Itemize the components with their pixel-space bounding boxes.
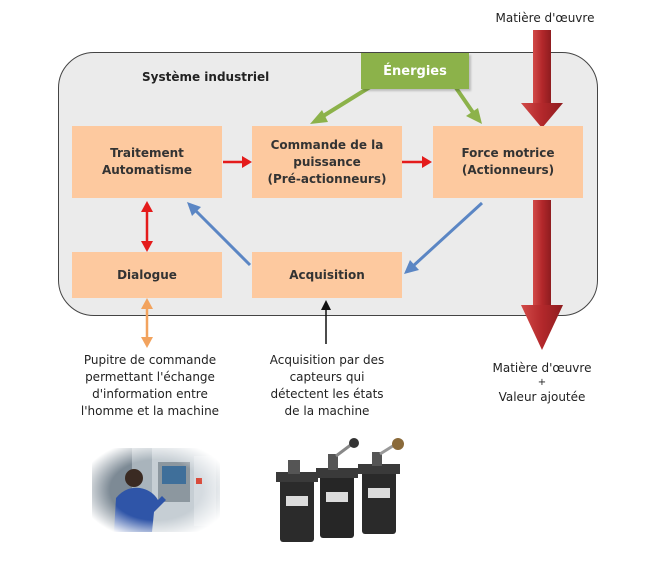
block-commande: Commande de la puissance (Pré-actionneurs) (252, 126, 402, 198)
block-acquisition: Acquisition (252, 252, 402, 298)
pupitre-line3: d'information entre (92, 387, 208, 401)
matiere-in-label: Matière d'œuvre (495, 11, 595, 25)
arrow-force-to-acquisition (404, 201, 484, 274)
sensors-photo (272, 438, 412, 546)
block-traitement-line1: Traitement (110, 146, 184, 160)
block-force-line1: Force motrice (461, 146, 555, 160)
capteurs-line1: Acquisition par des (269, 353, 385, 367)
arrow-dialogue-pupitre (141, 298, 153, 348)
matiere-out-label: Matière d'œuvre + Valeur ajoutée (467, 360, 617, 406)
capteurs-label: Acquisition par des capteurs qui détecte… (252, 352, 402, 420)
matiere-out-arrow (521, 200, 563, 350)
block-commande-line3: (Pré-actionneurs) (267, 171, 387, 186)
arrow-traitement-to-commande (223, 156, 252, 168)
block-commande-line2: puissance (293, 154, 361, 169)
limit-switch-illustration (276, 438, 404, 542)
arrow-traitement-dialogue (141, 201, 153, 252)
matiere-out-line2: Valeur ajoutée (498, 390, 586, 404)
pupitre-line2: permettant l'échange (85, 370, 215, 384)
pupitre-line1: Pupitre de commande (83, 353, 217, 367)
block-traitement-line2: Automatisme (101, 163, 193, 177)
matiere-in-arrow (521, 30, 563, 128)
block-dialogue: Dialogue (72, 252, 222, 298)
arrow-capteurs-to-acquisition (321, 300, 331, 344)
block-force-motrice: Force motrice (Actionneurs) (433, 126, 583, 198)
matiere-out-plus: + (537, 377, 547, 388)
pupitre-label: Pupitre de commande permettant l'échange… (70, 352, 230, 420)
capteurs-line2: capteurs qui (289, 370, 365, 384)
arrow-commande-to-force (402, 156, 432, 168)
block-force-line2: (Actionneurs) (461, 163, 555, 177)
pupitre-line4: l'homme et la machine (80, 404, 220, 418)
energies-block: Énergies (361, 53, 469, 89)
block-commande-line1: Commande de la (270, 137, 384, 152)
matiere-out-line1: Matière d'œuvre (492, 361, 592, 375)
arrow-acquisition-to-traitement (187, 202, 252, 267)
operator-photo (92, 448, 220, 532)
system-title: Système industriel (142, 70, 270, 84)
capteurs-line3: détectent les états (270, 387, 384, 401)
operator-illustration (92, 448, 220, 532)
capteurs-line4: de la machine (284, 404, 370, 418)
